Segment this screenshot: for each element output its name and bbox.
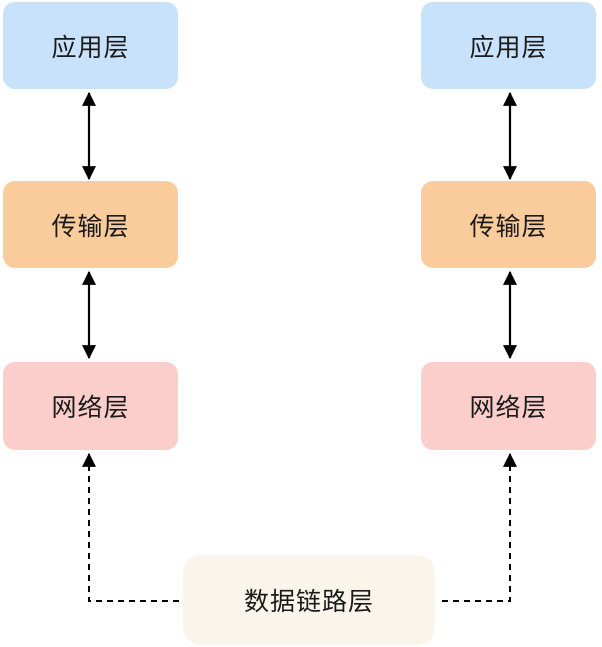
layer-box-network-right: 网络层 bbox=[421, 362, 596, 450]
layer-box-network-left: 网络层 bbox=[3, 362, 178, 450]
dashed-arrow-datalink-to-right-network bbox=[437, 452, 517, 602]
dashed-arrow-datalink-to-left-network bbox=[82, 452, 181, 602]
layer-box-application-left: 应用层 bbox=[3, 2, 178, 89]
layer-box-transport-right: 传输层 bbox=[421, 181, 596, 268]
layer-label-network-left: 网络层 bbox=[51, 394, 130, 422]
layer-label-transport-left: 传输层 bbox=[51, 212, 130, 241]
layer-label-network-right: 网络层 bbox=[469, 394, 548, 422]
layer-box-transport-left: 传输层 bbox=[3, 181, 178, 268]
layer-label-application-left: 应用层 bbox=[51, 33, 130, 62]
layer-label-datalink: 数据链路层 bbox=[243, 588, 374, 616]
layer-box-application-right: 应用层 bbox=[421, 2, 596, 89]
layer-label-transport-right: 传输层 bbox=[469, 212, 548, 241]
layer-box-datalink: 数据链路层 bbox=[183, 555, 435, 645]
layer-label-application-right: 应用层 bbox=[469, 33, 548, 62]
